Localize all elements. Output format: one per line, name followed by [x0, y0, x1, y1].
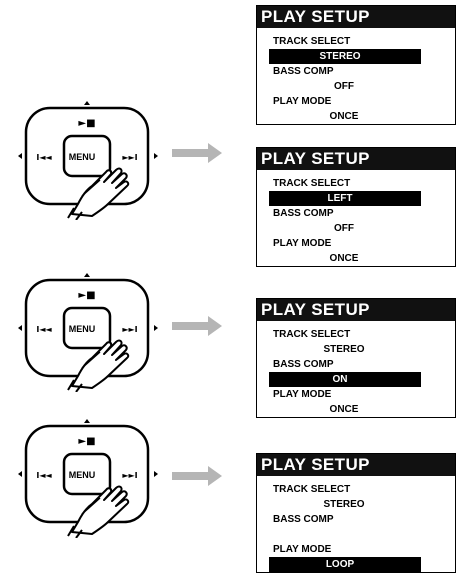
up-triangle-icon [84, 419, 90, 423]
setting-value: ONCE [329, 253, 359, 264]
right-triangle-icon [154, 471, 158, 477]
control-pad: ►■ I◄◄ ►►I MENU [18, 101, 158, 220]
play-stop-icon: ►■ [78, 436, 95, 447]
next-icon: ►►I [122, 153, 137, 162]
menu-button-label: MENU [69, 470, 96, 480]
setting-label: TRACK SELECT [273, 36, 351, 47]
right-arrow-icon [172, 316, 222, 336]
menu-button [62, 452, 112, 496]
play-stop-icon: ►■ [78, 118, 95, 129]
pointing-hand-icon [67, 167, 130, 220]
menu-button [62, 306, 112, 350]
setting-label: BASS COMP [273, 514, 334, 525]
next-icon: ►►I [122, 471, 137, 480]
setting-label: PLAY MODE [273, 544, 332, 555]
setting-label: PLAY MODE [273, 96, 332, 107]
blank-row [257, 527, 455, 542]
screen-title: PLAY SETUP [257, 6, 455, 28]
previous-icon: I◄◄ [36, 471, 52, 480]
menu-button [62, 134, 112, 178]
left-triangle-icon [18, 471, 22, 477]
selected-setting-value: STEREO [269, 49, 421, 64]
previous-icon: I◄◄ [36, 153, 52, 162]
pointing-hand-icon [67, 339, 130, 392]
previous-icon: I◄◄ [36, 325, 52, 334]
setting-label: TRACK SELECT [273, 329, 351, 340]
next-icon: ►►I [122, 325, 137, 334]
play-setup-screen: PLAY SETUP TRACK SELECT STEREO BASS COMP PLA… [256, 453, 456, 573]
right-arrow-icon [172, 466, 222, 486]
setting-label: BASS COMP [273, 359, 334, 370]
up-triangle-icon [84, 273, 90, 277]
menu-button-label: MENU [69, 324, 96, 334]
play-setup-screen: PLAY SETUP TRACK SELECT STEREO BASS COMP ON P… [256, 298, 456, 418]
setting-value: STEREO [323, 499, 365, 510]
left-triangle-icon [18, 325, 22, 331]
setting-label: BASS COMP [273, 66, 334, 77]
right-triangle-icon [154, 153, 158, 159]
screen-title: PLAY SETUP [257, 148, 455, 170]
setting-label: BASS COMP [273, 208, 334, 219]
setting-label: PLAY MODE [273, 238, 332, 249]
up-triangle-icon [84, 101, 90, 105]
selected-setting-value: ON [269, 372, 421, 387]
control-pad: ►■ I◄◄ ►►I MENU [18, 273, 158, 392]
screen-title: PLAY SETUP [257, 299, 455, 321]
control-pad: ►■ I◄◄ ►►I MENU [18, 419, 158, 538]
selected-setting-value: LEFT [269, 191, 421, 206]
menu-button-label: MENU [69, 152, 96, 162]
left-triangle-icon [18, 153, 22, 159]
setting-value: OFF [334, 81, 354, 92]
screen-title: PLAY SETUP [257, 454, 455, 476]
setting-value: STEREO [323, 344, 365, 355]
pointing-hand-icon [67, 485, 130, 538]
setting-label: TRACK SELECT [273, 178, 351, 189]
setting-label: PLAY MODE [273, 389, 332, 400]
play-stop-icon: ►■ [78, 290, 95, 301]
setting-value: ONCE [329, 404, 359, 415]
right-arrow-icon [172, 143, 222, 163]
setting-label: TRACK SELECT [273, 484, 351, 495]
setting-value: OFF [334, 223, 354, 234]
setting-value: ONCE [329, 111, 359, 122]
right-triangle-icon [154, 325, 158, 331]
selected-setting-value: LOOP [269, 557, 421, 572]
